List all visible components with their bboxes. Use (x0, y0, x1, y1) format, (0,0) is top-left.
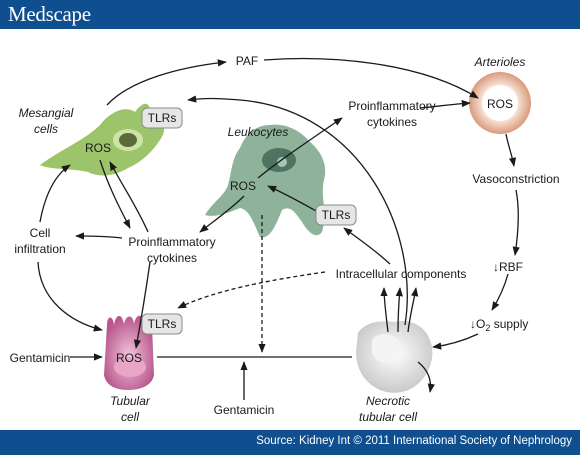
cell-infiltration-line1: Cell (30, 226, 51, 240)
ros-leukocyte-label: ROS (230, 179, 256, 193)
ros-arteriole-label: ROS (487, 97, 513, 111)
proinflammatory-top-line2: cytokines (367, 115, 417, 129)
pathway-arrows (37, 57, 520, 400)
proinflammatory-mid-line2: cytokines (147, 251, 197, 265)
source-citation: Source: Kidney Int © 2011 International … (256, 435, 572, 447)
mesangial-label-line2: cells (34, 122, 58, 136)
tlrs-box-mesangial: TLRs (141, 107, 183, 129)
o2-supply-label: ↓O2 supply (470, 317, 528, 333)
gentamicin-left-label: Gentamicin (10, 351, 71, 365)
ros-mesangial-label: ROS (85, 141, 111, 155)
arteriole-vessel (469, 72, 531, 134)
necrotic-line2: tubular cell (359, 410, 417, 424)
svg-text:TLRs: TLRs (322, 208, 351, 222)
pathway-diagram: TLRs TLRs TLRs PAF Arterioles ROS Mesang… (10, 54, 560, 424)
necrotic-line1: Necrotic (366, 394, 410, 408)
leukocyte-cell (205, 124, 326, 238)
header-bar: Medscape (0, 0, 580, 29)
tlrs-box-tubular: TLRs (141, 313, 183, 335)
mesangial-label-line1: Mesangial (19, 106, 74, 120)
leukocytes-label: Leukocytes (228, 125, 289, 139)
gentamicin-bottom-label: Gentamicin (214, 403, 275, 417)
tubular-cell-line2: cell (121, 410, 139, 424)
ros-tubular-label: ROS (116, 351, 142, 365)
footer-bar: Source: Kidney Int © 2011 International … (0, 430, 580, 455)
tubular-cell-line1: Tubular (110, 394, 151, 408)
necrotic-tubular-cell (356, 320, 433, 393)
proinflammatory-top-line1: Proinflammatory (348, 99, 435, 113)
vasoconstriction-label: Vasoconstriction (472, 172, 559, 186)
svg-text:TLRs: TLRs (148, 111, 177, 125)
intracellular-components-label: Intracellular components (336, 267, 467, 281)
medscape-logo: Medscape (8, 2, 91, 26)
rbf-label: ↓RBF (493, 260, 523, 274)
arterioles-label: Arterioles (474, 55, 526, 69)
cell-infiltration-line2: infiltration (14, 242, 65, 256)
mesangial-cell (40, 103, 165, 176)
tlrs-box-leukocyte: TLRs (315, 204, 357, 226)
tubular-cell (104, 315, 154, 390)
svg-text:TLRs: TLRs (148, 317, 177, 331)
proinflammatory-mid-line1: Proinflammatory (128, 235, 215, 249)
paf-label: PAF (236, 54, 258, 68)
